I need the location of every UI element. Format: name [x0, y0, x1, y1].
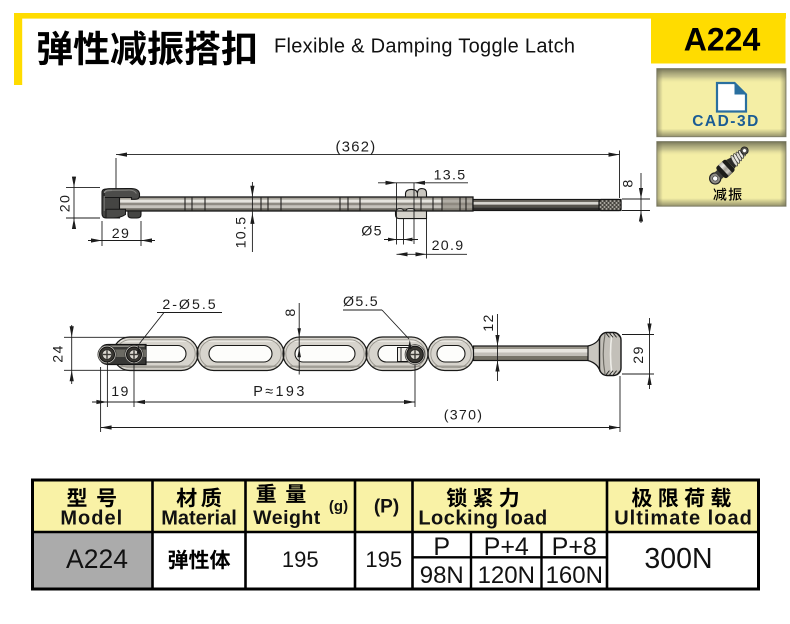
svg-text:8: 8 — [283, 307, 299, 316]
svg-text:P: P — [433, 533, 450, 561]
svg-text:Flexible & Damping Toggle Latc: Flexible & Damping Toggle Latch — [274, 36, 575, 58]
svg-text:Ultimate load: Ultimate load — [614, 508, 753, 530]
svg-text:195: 195 — [282, 547, 319, 572]
svg-text:20.9: 20.9 — [432, 238, 465, 254]
svg-text:10.5: 10.5 — [234, 216, 250, 249]
svg-text:300N: 300N — [644, 543, 712, 575]
svg-text:8: 8 — [621, 178, 637, 187]
svg-text:20: 20 — [58, 194, 74, 212]
svg-text:19: 19 — [111, 384, 129, 400]
svg-text:195: 195 — [365, 547, 402, 572]
svg-text:(P): (P) — [374, 497, 399, 518]
svg-text:12: 12 — [481, 313, 497, 331]
svg-text:(370): (370) — [444, 408, 484, 424]
svg-text:(g): (g) — [329, 498, 348, 515]
svg-text:A224: A224 — [66, 544, 128, 574]
svg-text:29: 29 — [631, 345, 647, 363]
svg-text:13.5: 13.5 — [434, 168, 467, 184]
svg-text:Locking load: Locking load — [418, 508, 547, 530]
svg-text:Ø5: Ø5 — [361, 224, 383, 240]
svg-text:Material: Material — [161, 508, 237, 530]
svg-text:98N: 98N — [420, 562, 464, 589]
svg-text:24: 24 — [50, 344, 66, 362]
svg-text:2-Ø5.5: 2-Ø5.5 — [162, 297, 217, 313]
svg-text:160N: 160N — [546, 562, 603, 589]
svg-text:Model: Model — [60, 508, 123, 530]
svg-text:(362): (362) — [335, 140, 376, 156]
svg-text:P+8: P+8 — [552, 533, 597, 561]
svg-text:29: 29 — [112, 226, 130, 242]
svg-text:Ø5.5: Ø5.5 — [343, 294, 379, 310]
svg-text:A224: A224 — [684, 22, 761, 58]
svg-text:P+4: P+4 — [484, 533, 529, 561]
svg-text:Weight: Weight — [253, 507, 321, 529]
svg-text:120N: 120N — [478, 562, 535, 589]
svg-text:CAD-3D: CAD-3D — [692, 113, 760, 130]
svg-text:P≈193: P≈193 — [253, 384, 307, 400]
